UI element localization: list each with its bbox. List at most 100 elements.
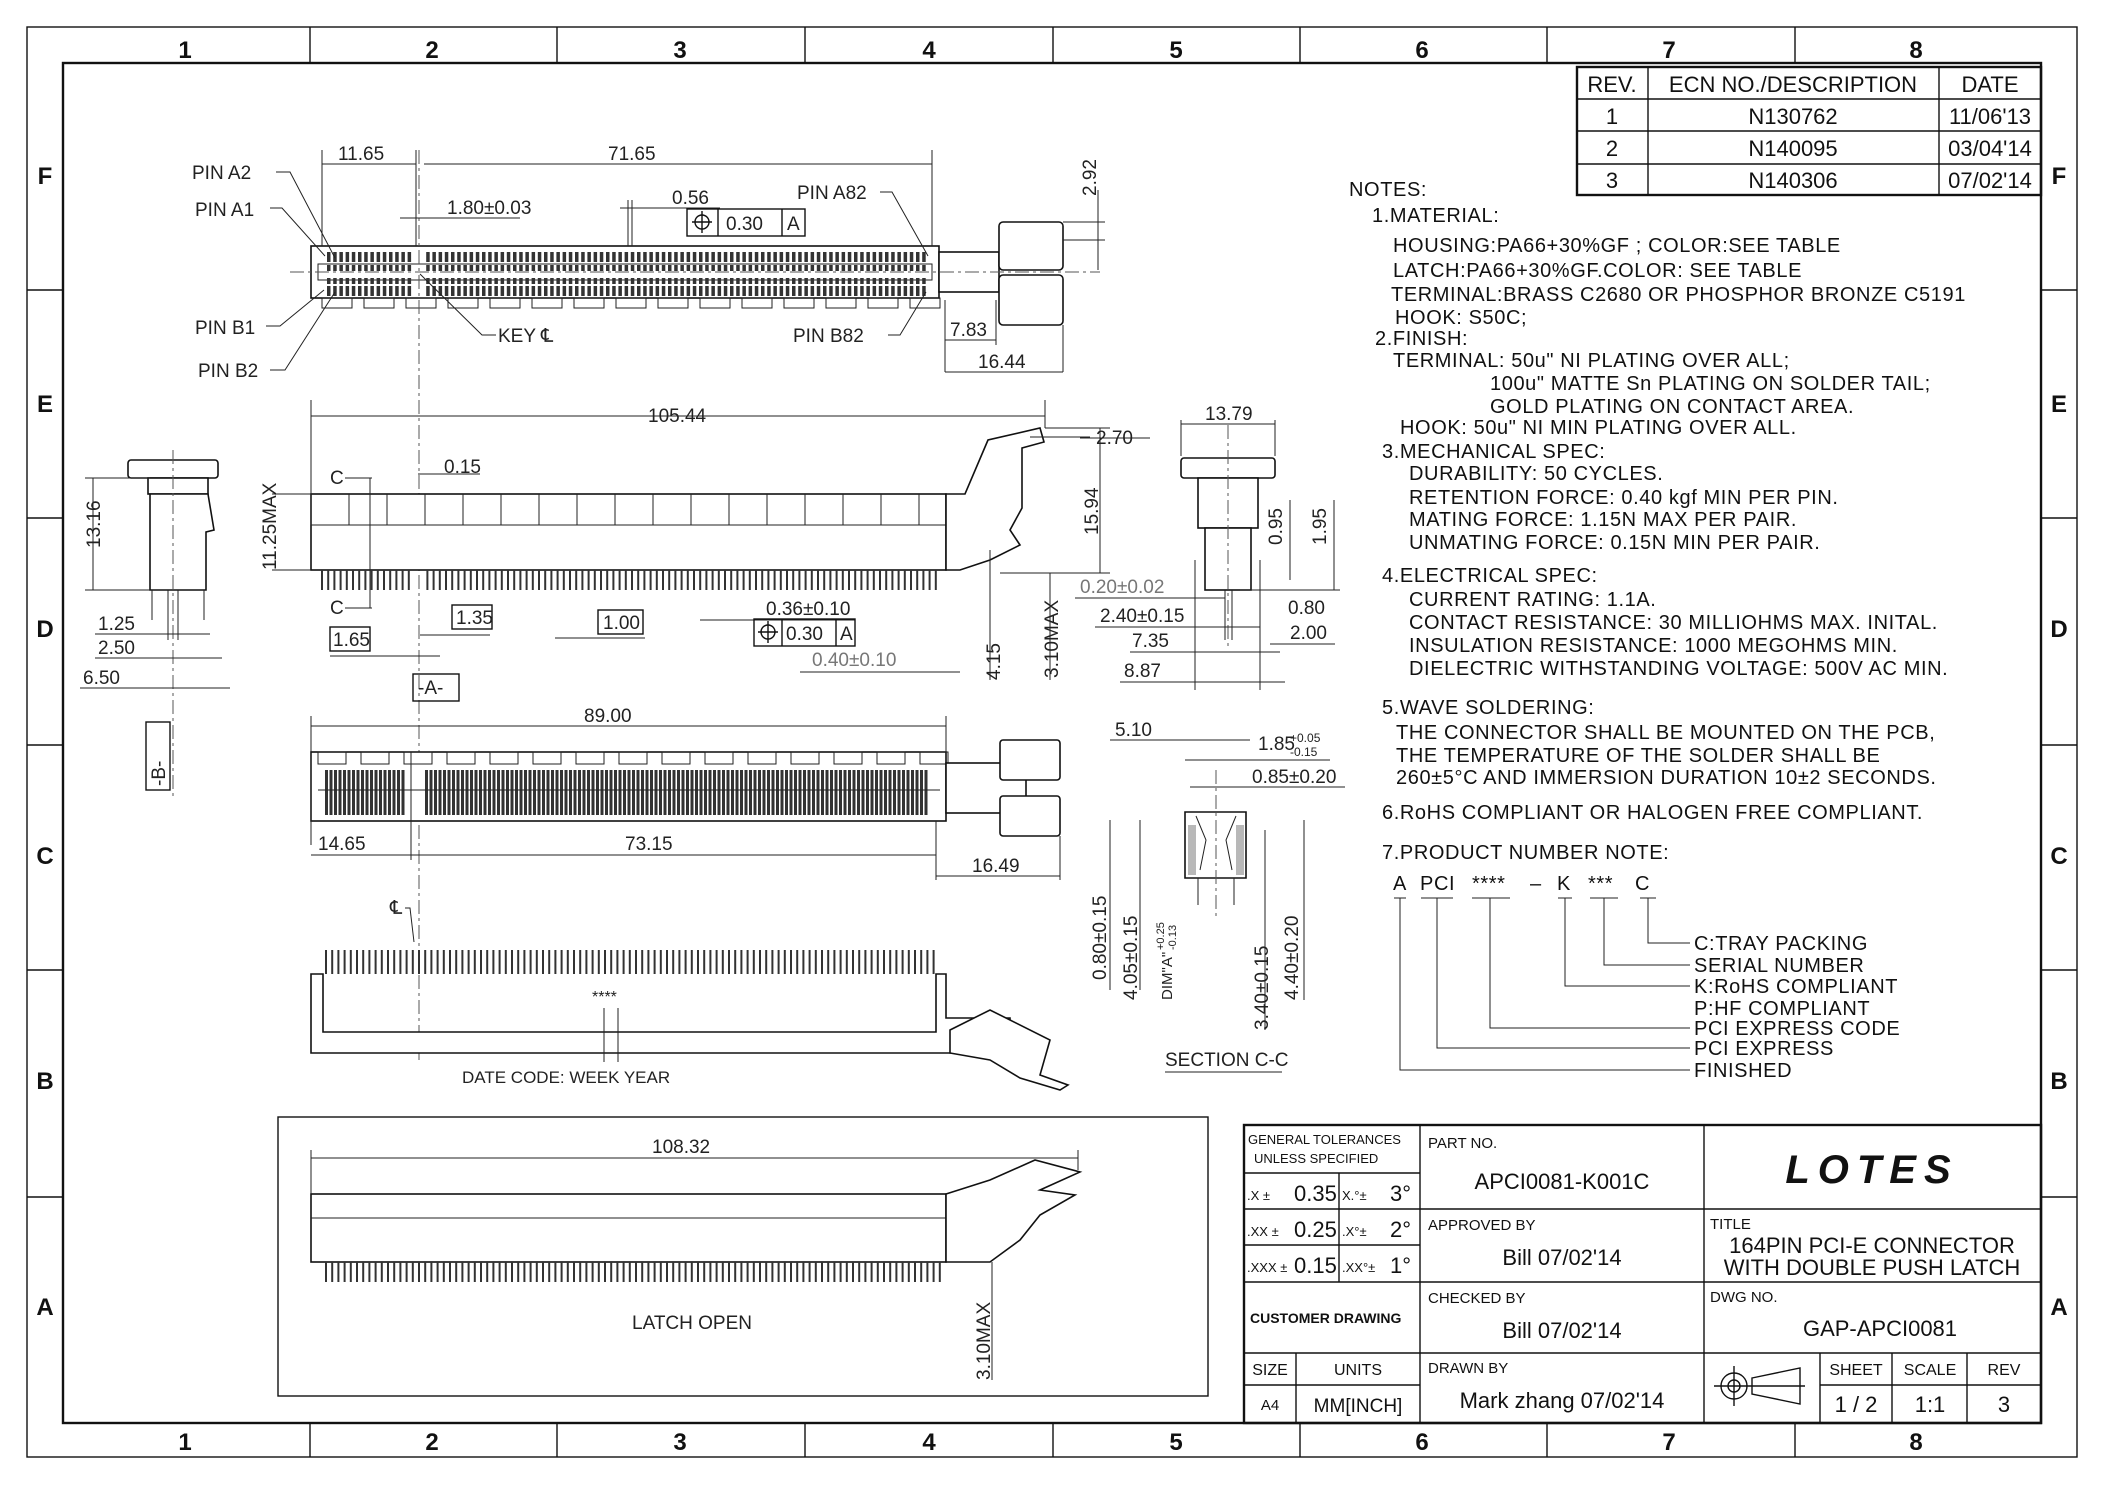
pin: [599, 265, 604, 271]
pin: [525, 265, 529, 271]
pin: [339, 286, 343, 296]
pin: [866, 770, 869, 815]
pin: [823, 252, 827, 262]
pin: [723, 278, 728, 284]
pin: [452, 770, 455, 815]
label-pin-a82: PIN A82: [797, 183, 867, 204]
date-code-mark: ****: [592, 989, 617, 1006]
pin: [902, 770, 905, 815]
note-line: LATCH:PA66+30%GF.COLOR: SEE TABLE: [1393, 260, 1802, 282]
notes-heading: NOTES:: [1349, 179, 1427, 201]
pin: [854, 286, 858, 296]
pin: [705, 278, 709, 284]
pin: [395, 278, 399, 284]
pin: [537, 278, 542, 284]
pin: [401, 286, 405, 296]
pin: [742, 252, 746, 262]
dim-1-85: 1.85: [1258, 734, 1295, 755]
checked-by-label: CHECKED BY: [1428, 1290, 1526, 1307]
pin: [723, 265, 728, 271]
date-cell: 03/04'14: [1948, 136, 2032, 161]
pin: [581, 286, 585, 296]
pin: [457, 278, 461, 284]
note-line: 2.FINISH:: [1375, 328, 1468, 350]
pin: [731, 770, 734, 815]
note-line: DURABILITY: 50 CYCLES.: [1409, 463, 1663, 485]
pin: [649, 265, 653, 271]
pin: [847, 286, 852, 296]
tolerance-linear-label: .XX ±: [1247, 1224, 1279, 1239]
dim-105-44: 105.44: [648, 406, 707, 427]
zone-column-label: 7: [1662, 37, 1675, 64]
pin: [339, 278, 343, 284]
pin: [674, 252, 678, 262]
pin: [860, 286, 864, 296]
pin: [537, 252, 542, 262]
pin: [463, 278, 467, 284]
pin: [730, 265, 734, 271]
pin: [451, 286, 455, 296]
pin: [637, 265, 641, 271]
pin: [717, 252, 722, 262]
pin: [327, 265, 331, 271]
pin: [447, 770, 451, 815]
pin: [692, 265, 697, 271]
note-line: INSULATION RESISTANCE: 1000 MEGOHMS MIN.: [1409, 635, 1898, 657]
dim-3-10-max: 3.10MAX: [974, 1302, 995, 1380]
dim-0-40: 0.40±0.10: [812, 650, 896, 671]
pin: [736, 252, 740, 262]
pin: [674, 278, 678, 284]
pin: [789, 770, 793, 815]
pin: [804, 278, 808, 284]
pin: [872, 286, 877, 296]
pin: [506, 252, 511, 262]
housing-tooth: [909, 297, 941, 309]
dim-a-tol-up: +0.25: [1155, 922, 1167, 950]
pin: [866, 286, 870, 296]
pin: [379, 770, 382, 815]
pin: [897, 252, 901, 262]
note-line: TERMINAL: 50u" NI PLATING OVER ALL;: [1393, 350, 1790, 372]
dim-15-94: 15.94: [1082, 487, 1103, 535]
tolerance-angular-value: 3°: [1390, 1181, 1411, 1206]
pin: [425, 770, 428, 815]
pin: [810, 265, 815, 271]
pin: [370, 278, 374, 284]
pin: [443, 770, 446, 815]
pin: [857, 770, 860, 815]
pin: [674, 265, 678, 271]
pin: [798, 278, 802, 284]
note-line: HOUSING:PA66+30%GF ; COLOR:SEE TABLE: [1393, 235, 1841, 257]
pin: [395, 252, 399, 262]
top-view: 11.65 71.65 1.80±0.03 0.56 0.30 A 2.92 7…: [192, 144, 1105, 1060]
product-number-legend: PCI EXPRESS CODE: [1694, 1018, 1900, 1040]
pin: [830, 770, 833, 815]
pin: [681, 770, 685, 815]
inner-frame: [61, 61, 2043, 1425]
pin: [879, 770, 883, 815]
dim-2-50: 2.50: [98, 638, 135, 659]
housing-tooth: [833, 751, 863, 765]
pin: [643, 278, 647, 284]
note-line: CONTACT RESISTANCE: 30 MILLIOHMS MAX. IN…: [1409, 612, 1938, 634]
pin: [333, 278, 337, 284]
pin: [444, 278, 449, 284]
units-value: MM[INCH]: [1314, 1396, 1403, 1417]
pin: [606, 278, 610, 284]
pin: [488, 770, 491, 815]
pin: [568, 252, 573, 262]
pin: [655, 278, 660, 284]
zone-column-label: 6: [1415, 37, 1428, 64]
dim-73-15: 73.15: [625, 834, 673, 855]
pin: [358, 265, 362, 271]
pin: [761, 252, 765, 262]
product-number-part: ***: [1588, 873, 1613, 895]
pin: [726, 770, 730, 815]
pin: [686, 286, 691, 296]
pin: [699, 278, 703, 284]
ecn-cell: N140095: [1748, 136, 1837, 161]
dim-11-25-max: 11.25MAX: [260, 482, 281, 570]
dim-2-40: 2.40±0.15: [1100, 606, 1184, 627]
housing-tooth: [615, 297, 647, 309]
tolerance-linear-label: .X ±: [1247, 1188, 1270, 1203]
